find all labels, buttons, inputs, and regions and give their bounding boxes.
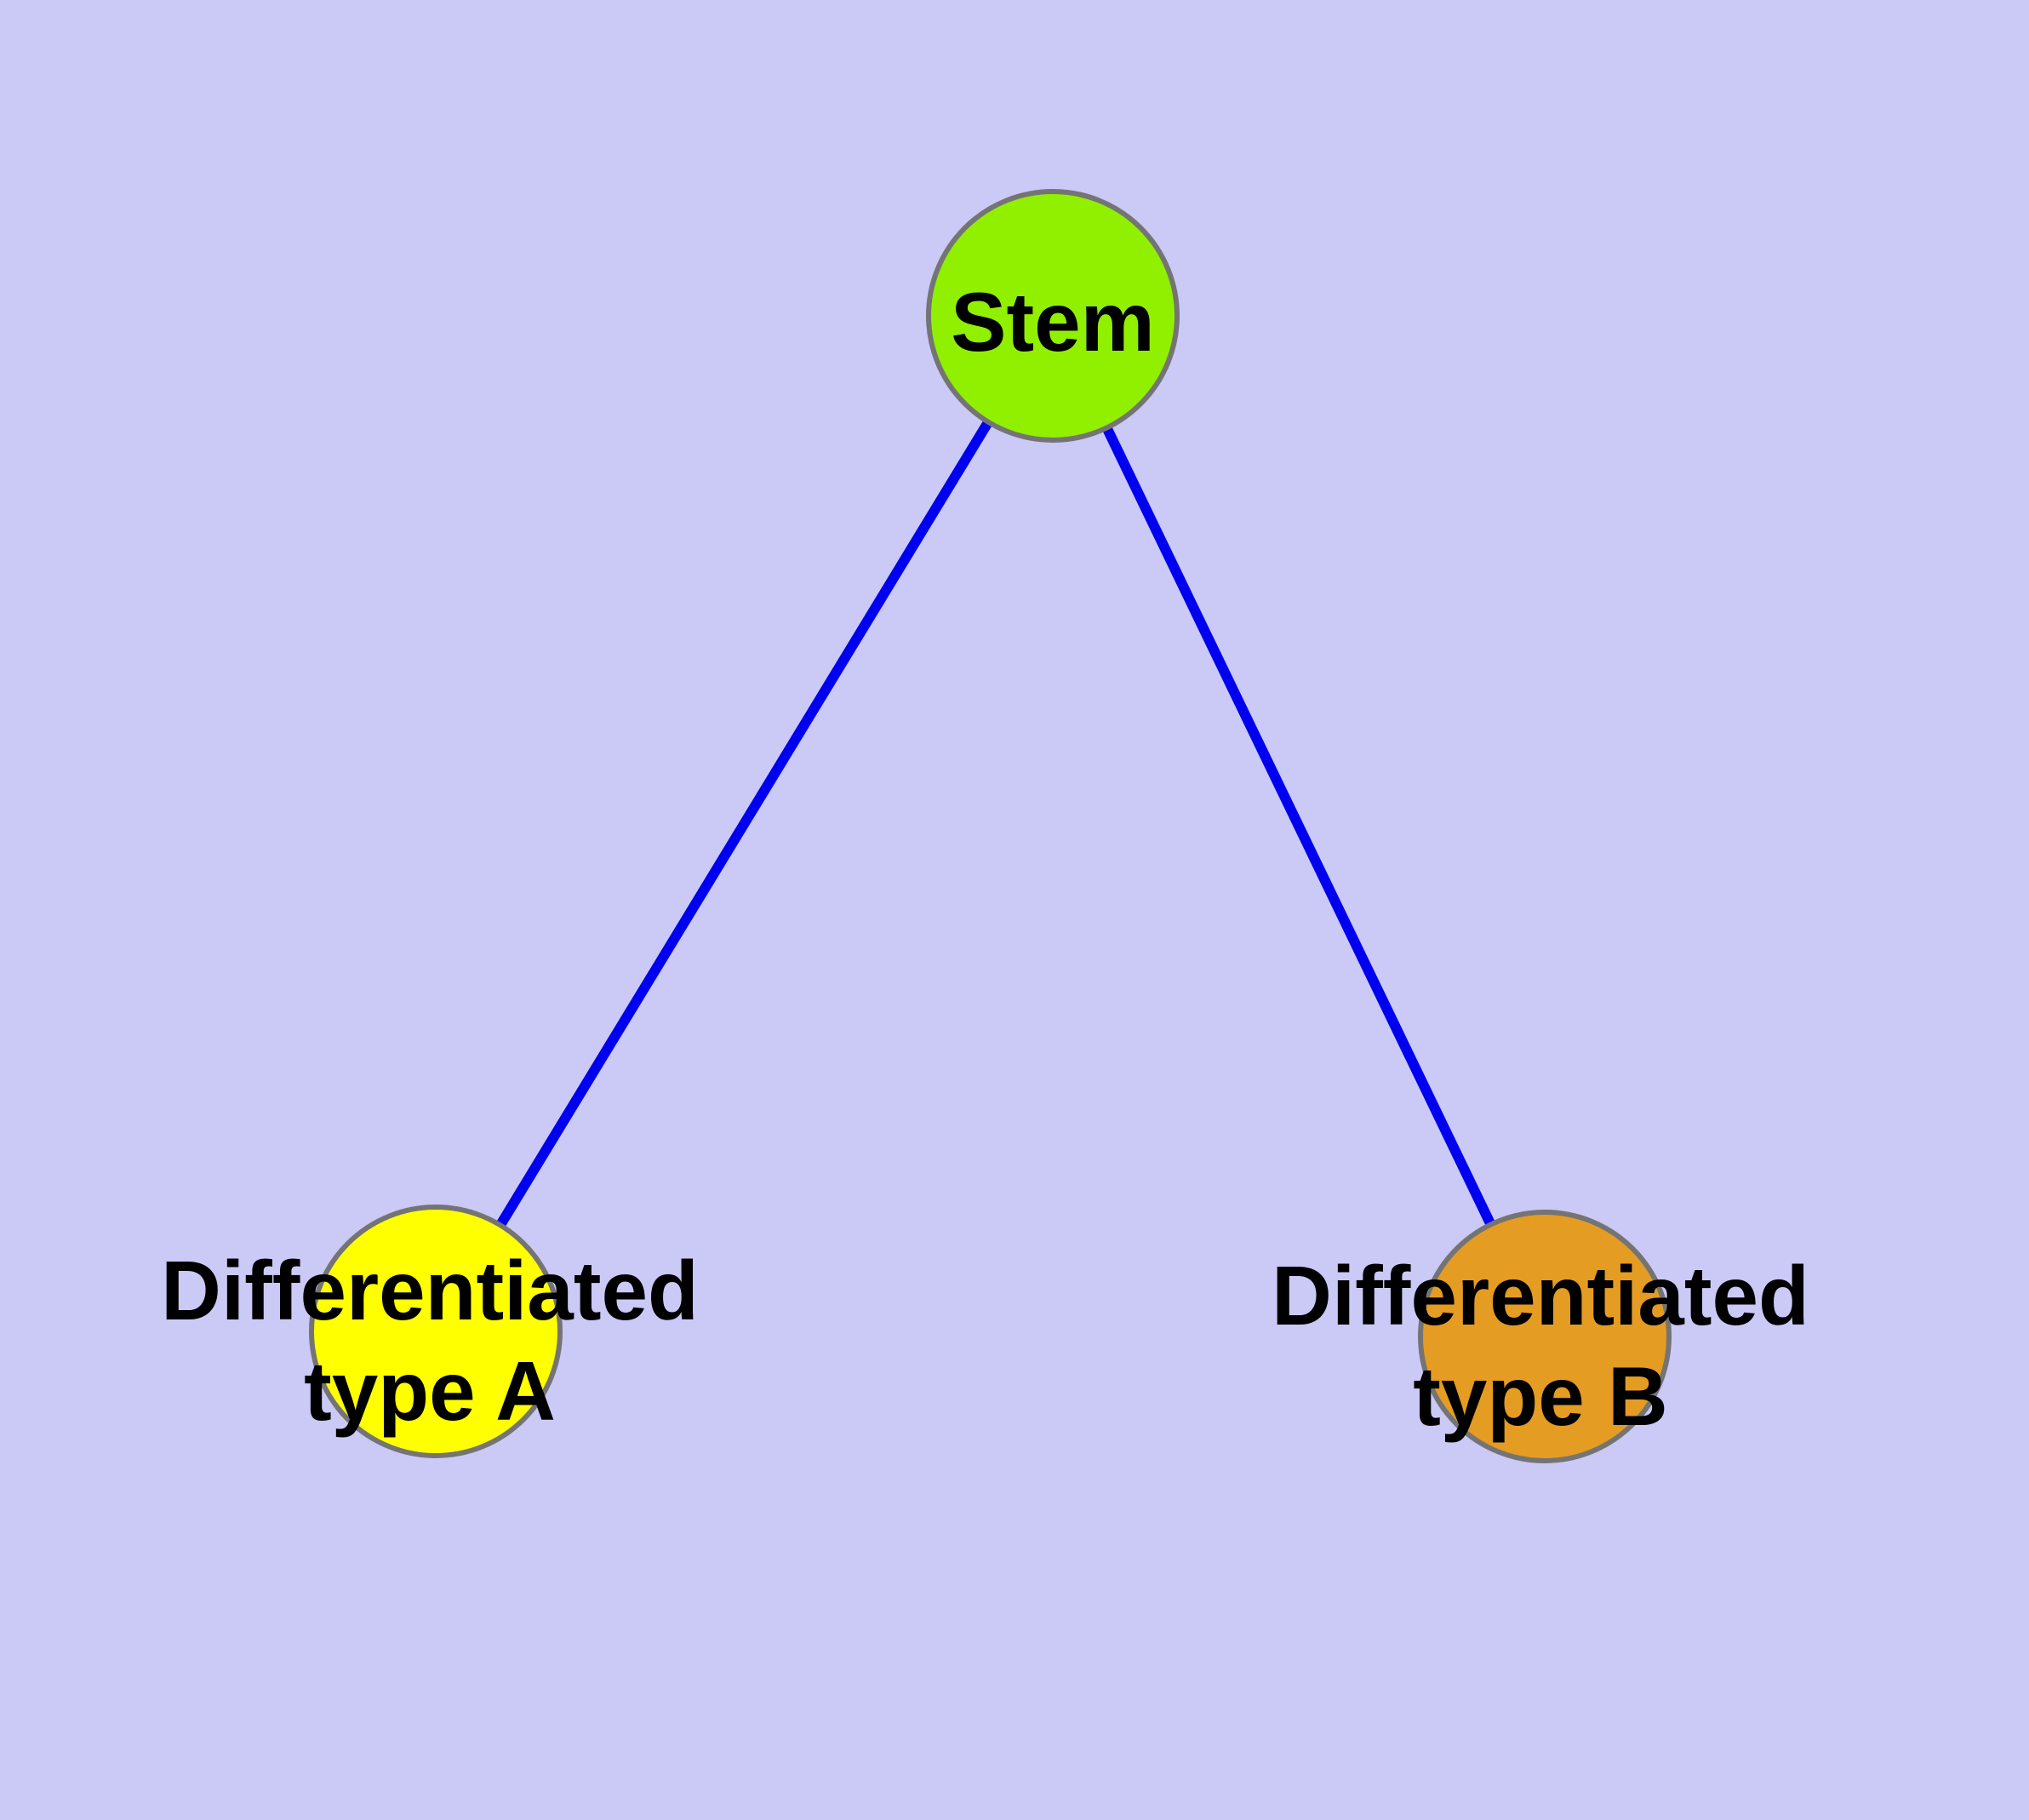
- edge-stem-to-type-a: [431, 312, 1058, 1335]
- node-type-a-circle: [309, 1205, 563, 1458]
- edge-stem-to-type-b: [1048, 313, 1550, 1339]
- node-stem-label: Stem: [951, 275, 1155, 369]
- node-type-b-label-line1: Differentiated: [1272, 1249, 1809, 1342]
- node-type-a-label-line1: Differentiated: [161, 1244, 699, 1337]
- node-type-b-label-line2: type B: [1413, 1349, 1668, 1443]
- node-stem-circle: [926, 189, 1180, 443]
- node-type-a-label-line2: type A: [304, 1344, 556, 1438]
- node-type-b-circle: [1418, 1210, 1672, 1463]
